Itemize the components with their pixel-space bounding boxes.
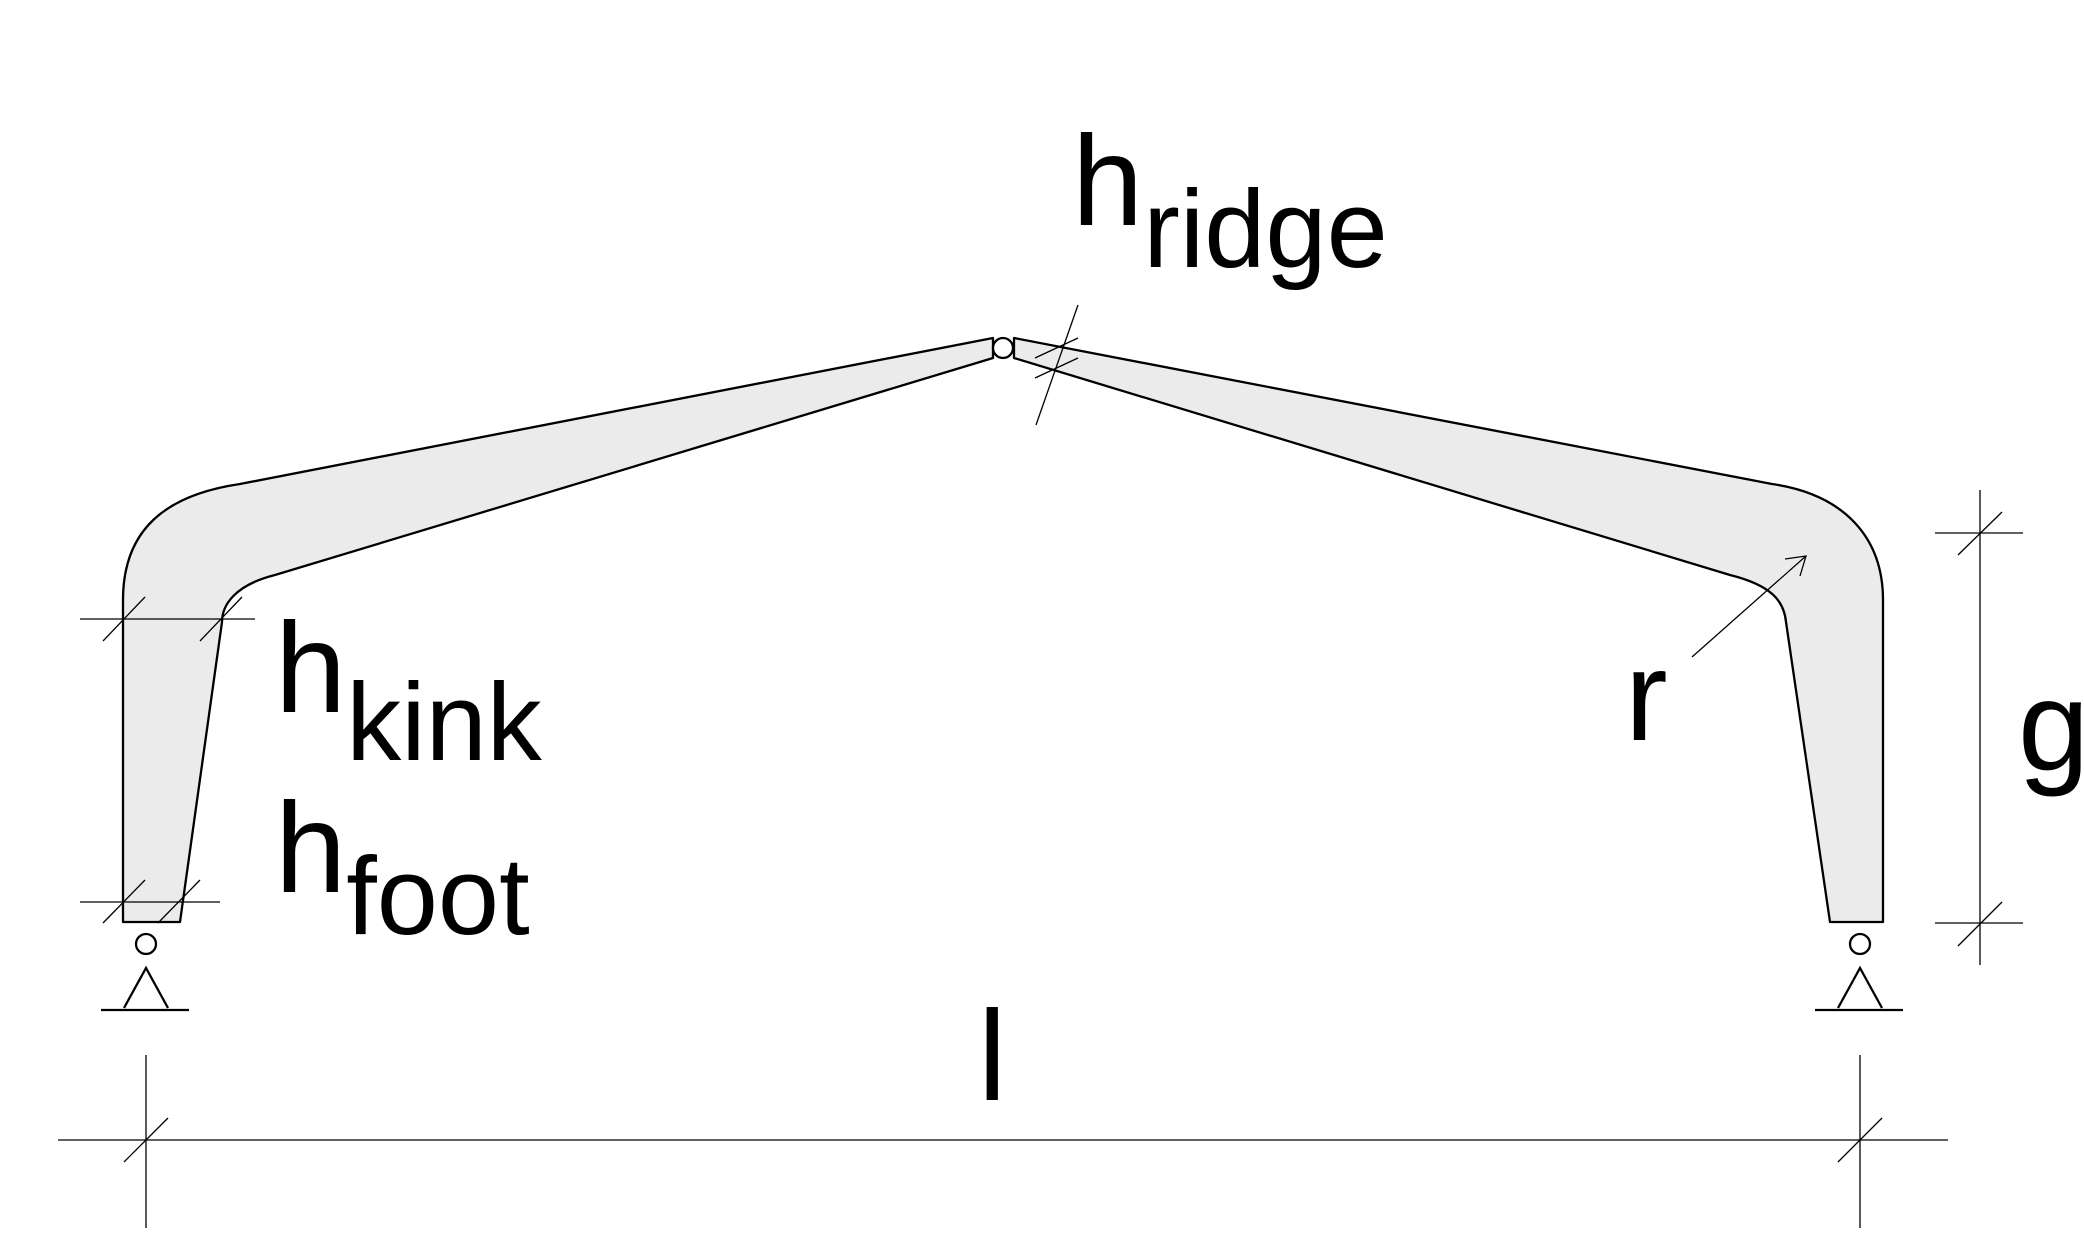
eaves-height-dimension	[1935, 490, 2023, 965]
left-pin-support	[101, 932, 189, 1012]
ridge-height-label: hridge	[1072, 110, 1388, 291]
right-frame-member	[1012, 336, 1885, 924]
foot-height-label: hfoot	[275, 777, 530, 958]
span-dimension	[58, 1055, 1948, 1228]
foot-section-marker	[80, 879, 220, 924]
span-label: l	[978, 985, 1006, 1128]
radius-label: r	[1625, 625, 1668, 768]
right-pin-support	[1815, 932, 1903, 1012]
kink-section-marker	[80, 596, 255, 642]
radius-arrow	[1691, 555, 1807, 658]
ridge-section-marker	[1034, 304, 1079, 426]
left-frame-member	[121, 336, 995, 924]
kink-height-label: hkink	[275, 597, 543, 784]
ridge-hinge	[991, 336, 1015, 360]
eaves-height-label: g	[2018, 655, 2084, 798]
